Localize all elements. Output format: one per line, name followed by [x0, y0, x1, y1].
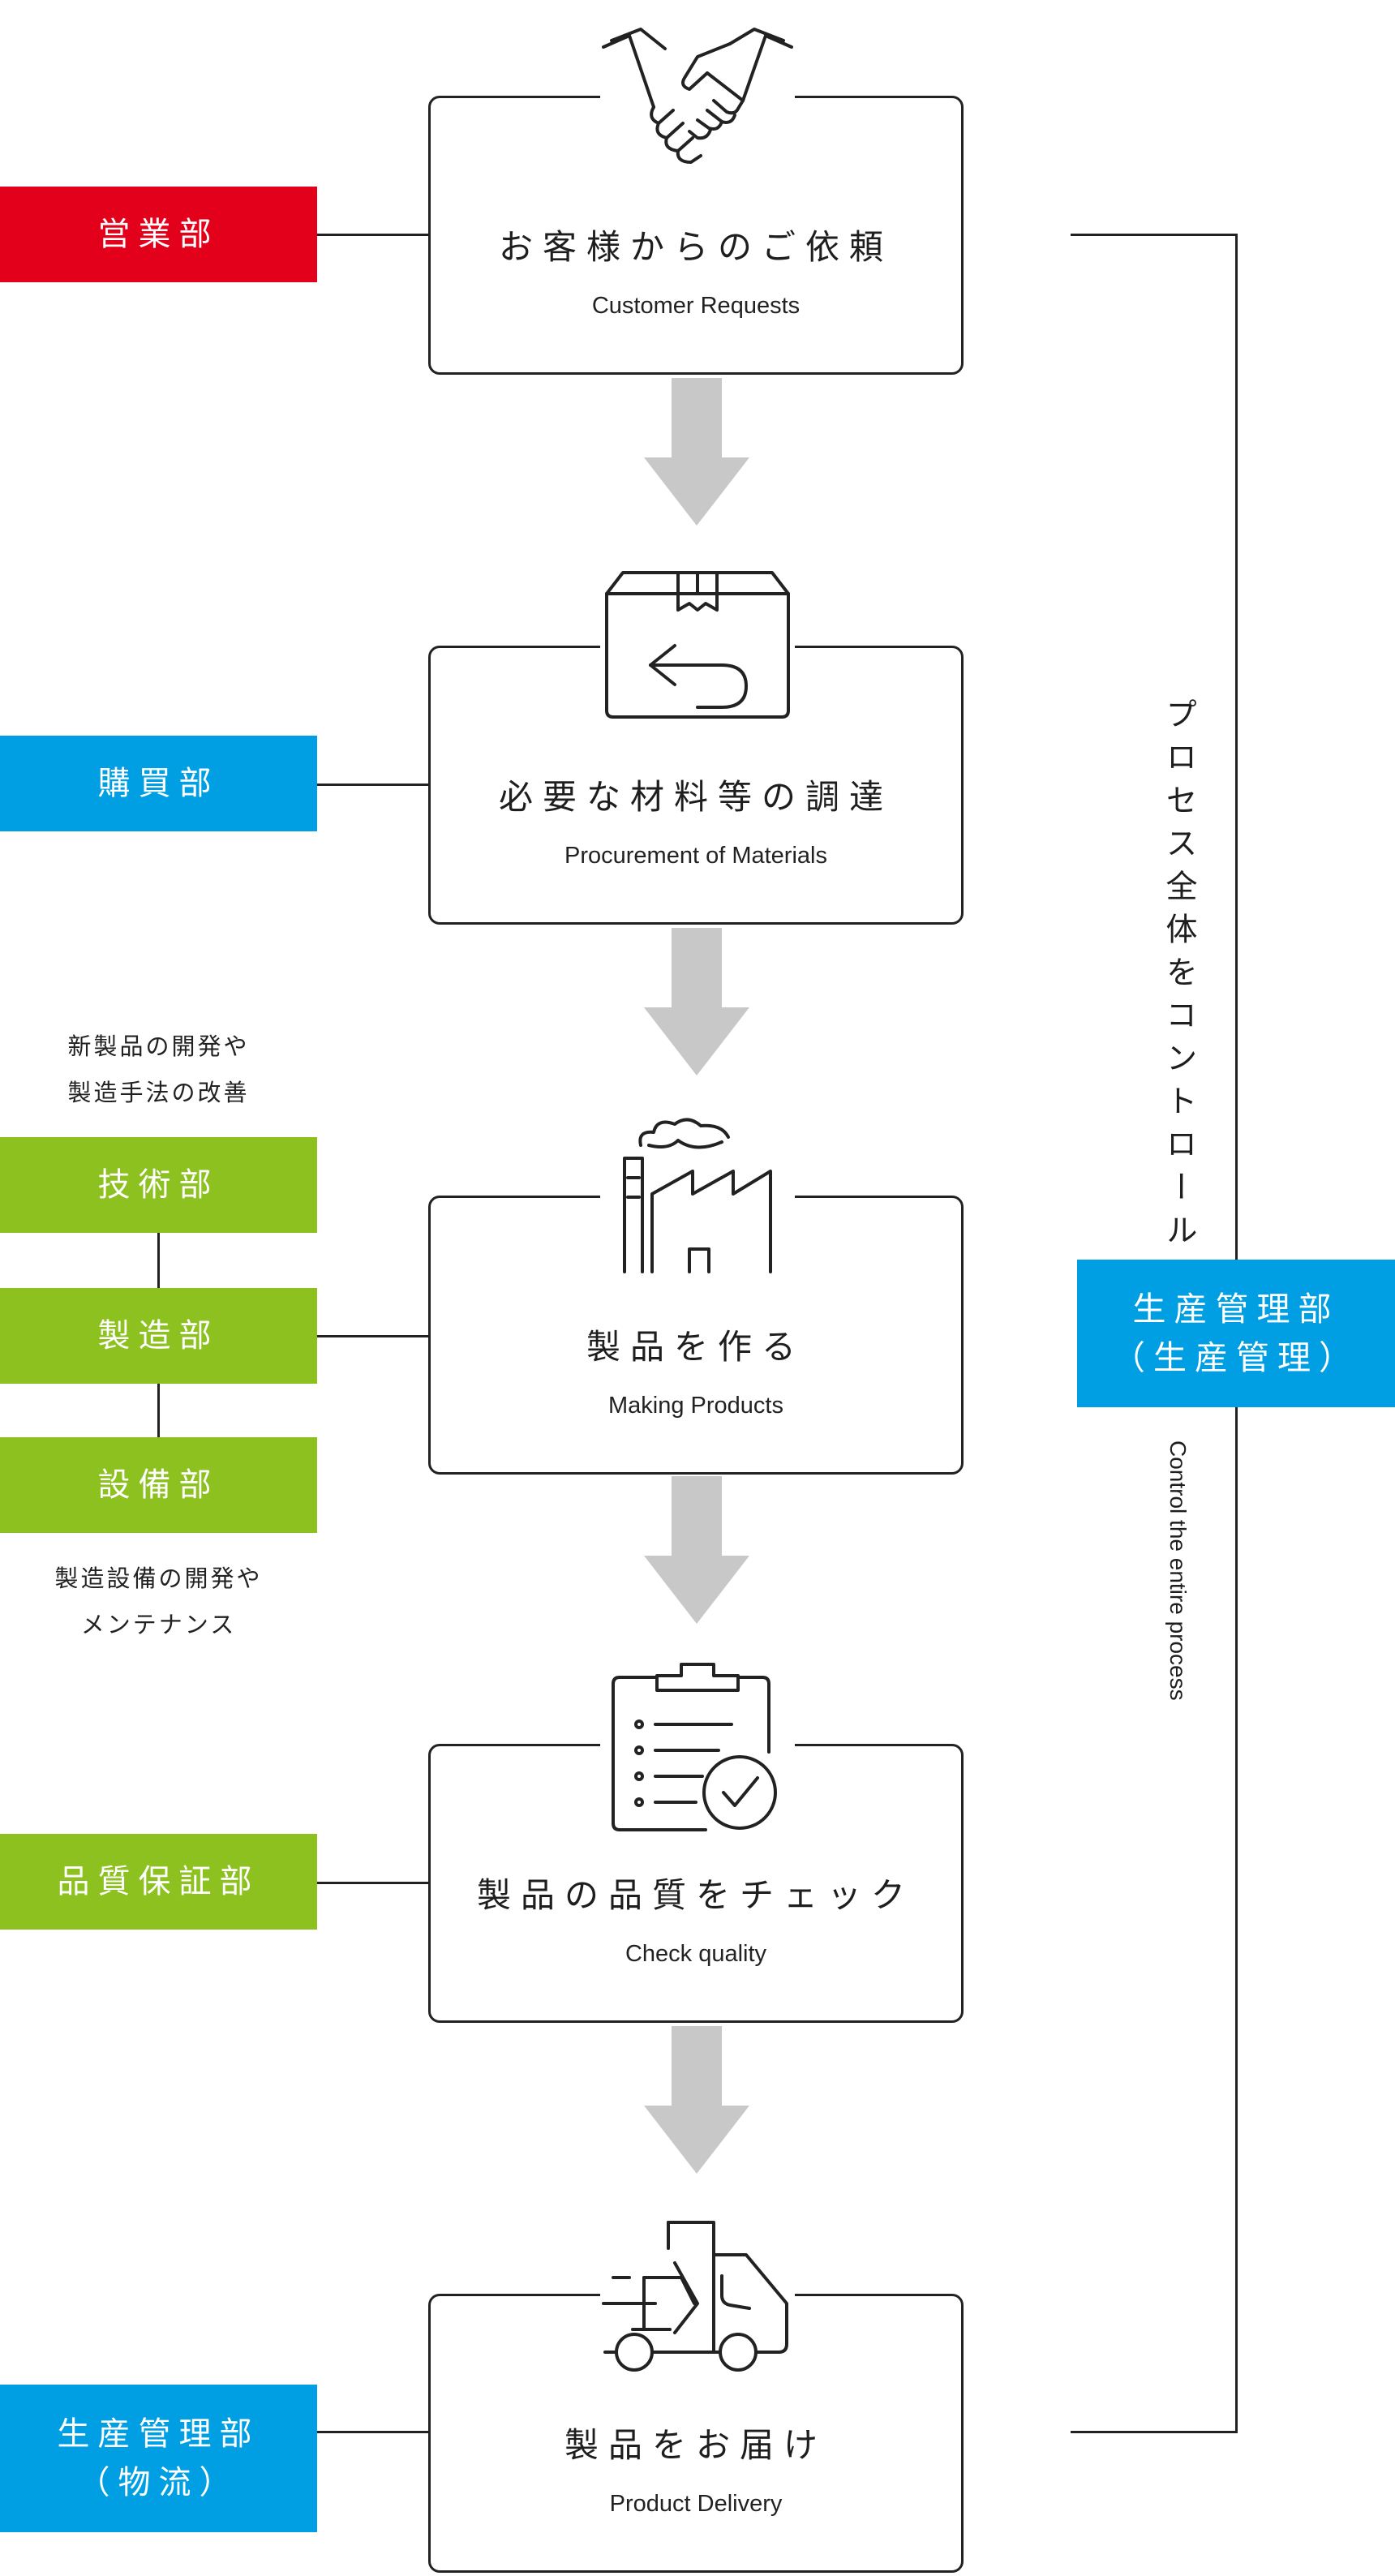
step-title-jp: 製品を作る	[586, 1327, 805, 1367]
dept-production-control: 生産管理部 （生産管理）	[1077, 1260, 1395, 1407]
flow-arrow-2	[644, 928, 749, 1075]
dept-engineering: 技術部	[0, 1137, 317, 1233]
note-facilities: 製造設備の開発や メンテナンス	[0, 1556, 317, 1648]
note-line: 製造設備の開発や	[54, 1565, 263, 1592]
dept-label: 技術部	[97, 1166, 220, 1204]
dept-label: 品質保証部	[57, 1863, 260, 1900]
control-caption-jp: プロセス全体をコントロール	[1150, 698, 1207, 1256]
step-title-jp: 製品の品質をチェック	[476, 1875, 915, 1915]
step-title-en: Check quality	[625, 1941, 767, 1967]
dept-quality: 品質保証部	[0, 1834, 317, 1930]
step-card-making-products: 製品を作る Making Products	[428, 1196, 964, 1475]
dept-manufacturing: 製造部	[0, 1288, 317, 1384]
note-line: 新製品の開発や	[67, 1033, 250, 1060]
step-card-customer-requests: お客様からのご依頼 Customer Requests	[428, 96, 964, 375]
connector-sales	[317, 234, 429, 236]
connector-logistics	[317, 2431, 429, 2433]
flow-arrow-4	[644, 2026, 749, 2174]
step-title-en: Product Delivery	[609, 2491, 783, 2517]
dept-label: 営業部	[97, 216, 220, 253]
control-bracket-bottom	[1071, 2431, 1238, 2433]
control-caption-en: Control the entire process	[1153, 1440, 1202, 1701]
dept-purchasing: 購買部	[0, 736, 317, 831]
step-title-en: Making Products	[608, 1393, 783, 1419]
flow-arrow-1	[644, 378, 749, 526]
dept-label: 設備部	[97, 1466, 220, 1504]
connector-purchasing	[317, 784, 429, 786]
step-title-jp: 製品をお届け	[564, 2425, 827, 2465]
dept-label: 購買部	[97, 765, 220, 802]
dept-label-line2: （生産管理）	[1112, 1338, 1360, 1377]
flow-arrow-3	[644, 1476, 749, 1624]
dept-label-line1: 生産管理部	[1132, 1290, 1340, 1329]
note-line: 製造手法の改善	[67, 1079, 250, 1106]
dept-sales: 営業部	[0, 187, 317, 282]
connector-engineering-manufacturing	[157, 1233, 160, 1288]
connector-manufacturing-facilities	[157, 1383, 160, 1438]
factory-icon	[600, 1113, 795, 1275]
clipboard-check-icon	[600, 1658, 795, 1836]
dept-facilities: 設備部	[0, 1437, 317, 1533]
dept-logistics: 生産管理部 （物流）	[0, 2385, 317, 2532]
dept-label-line2: （物流）	[77, 2464, 240, 2501]
step-title-jp: 必要な材料等の調達	[498, 777, 893, 817]
step-title-en: Procurement of Materials	[564, 843, 827, 869]
delivery-truck-icon	[600, 2214, 795, 2381]
connector-manufacturing	[317, 1335, 429, 1337]
connector-quality	[317, 1882, 429, 1884]
step-title-en: Customer Requests	[591, 293, 801, 319]
step-title-jp: お客様からのご依頼	[498, 227, 893, 267]
dept-label-line1: 生産管理部	[57, 2415, 260, 2453]
note-engineering: 新製品の開発や 製造手法の改善	[0, 1024, 317, 1116]
control-bracket-top	[1071, 234, 1238, 236]
handshake-icon	[600, 16, 795, 170]
box-return-icon	[600, 565, 795, 727]
dept-label: 製造部	[97, 1317, 220, 1355]
note-line: メンテナンス	[80, 1611, 237, 1638]
